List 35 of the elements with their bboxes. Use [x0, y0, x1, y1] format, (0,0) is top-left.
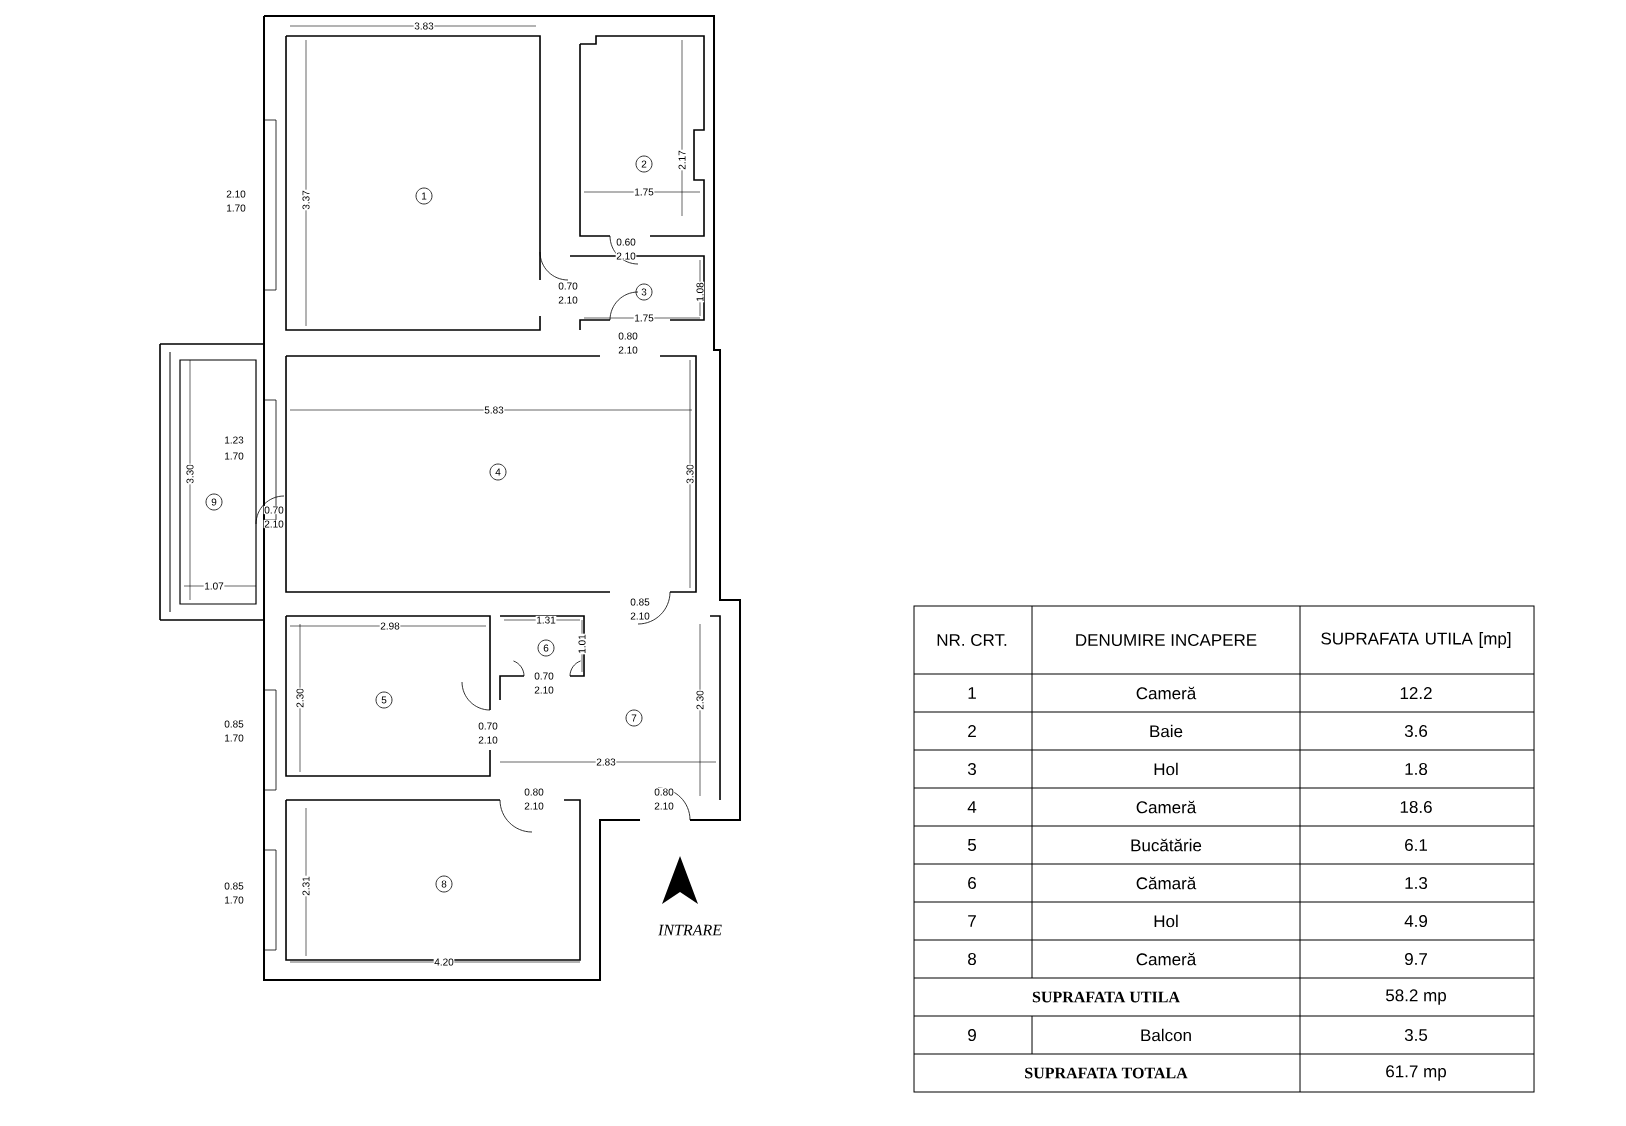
room-name: Cameră — [1136, 952, 1197, 966]
area-value: 9.7 — [1405, 953, 1427, 965]
room-name: Hol — [1154, 914, 1178, 928]
area-value: 3.6 — [1404, 725, 1428, 737]
row-number: 9 — [968, 1029, 976, 1041]
area-value: 1.3 — [1405, 877, 1428, 889]
area-value: 18.6 — [1400, 801, 1432, 813]
column-header: SUPRAFATA UTILA [mp] — [1321, 632, 1511, 648]
row-number: 5 — [968, 839, 977, 851]
room-name: Baie — [1150, 724, 1183, 738]
row-number: 6 — [968, 877, 976, 889]
room-name: Hol — [1154, 762, 1178, 776]
area-value: 12.2 — [1400, 687, 1432, 699]
entrance-label: INTRARE — [657, 924, 722, 936]
area-value: 58.2 mp — [1386, 989, 1446, 1005]
column-header: DENUMIRE INCAPERE — [1076, 634, 1257, 646]
total-label: SUPRAFATA UTILA — [1032, 991, 1180, 1003]
area-value: 4.9 — [1404, 915, 1428, 927]
row-number: 2 — [968, 725, 976, 737]
room-name: Cameră — [1136, 800, 1197, 814]
total-label: SUPRAFATA TOTALA — [1025, 1067, 1188, 1079]
row-number: 1 — [968, 687, 976, 699]
row-number: 7 — [968, 915, 976, 927]
area-value: 1.8 — [1405, 763, 1428, 775]
row-number: 4 — [967, 801, 977, 813]
row-number: 3 — [967, 763, 976, 775]
area-value: 6.1 — [1405, 839, 1427, 851]
area-value: 3.5 — [1404, 1029, 1428, 1041]
column-header: NR. CRT. — [937, 634, 1007, 646]
room-name: Bucătărie — [1131, 838, 1202, 852]
row-number: 8 — [968, 953, 976, 965]
room-name: Cămară — [1136, 876, 1197, 890]
room-name: Balcon — [1141, 1028, 1191, 1042]
area-value: 61.7 mp — [1386, 1065, 1446, 1081]
room-name: Cameră — [1136, 686, 1197, 700]
